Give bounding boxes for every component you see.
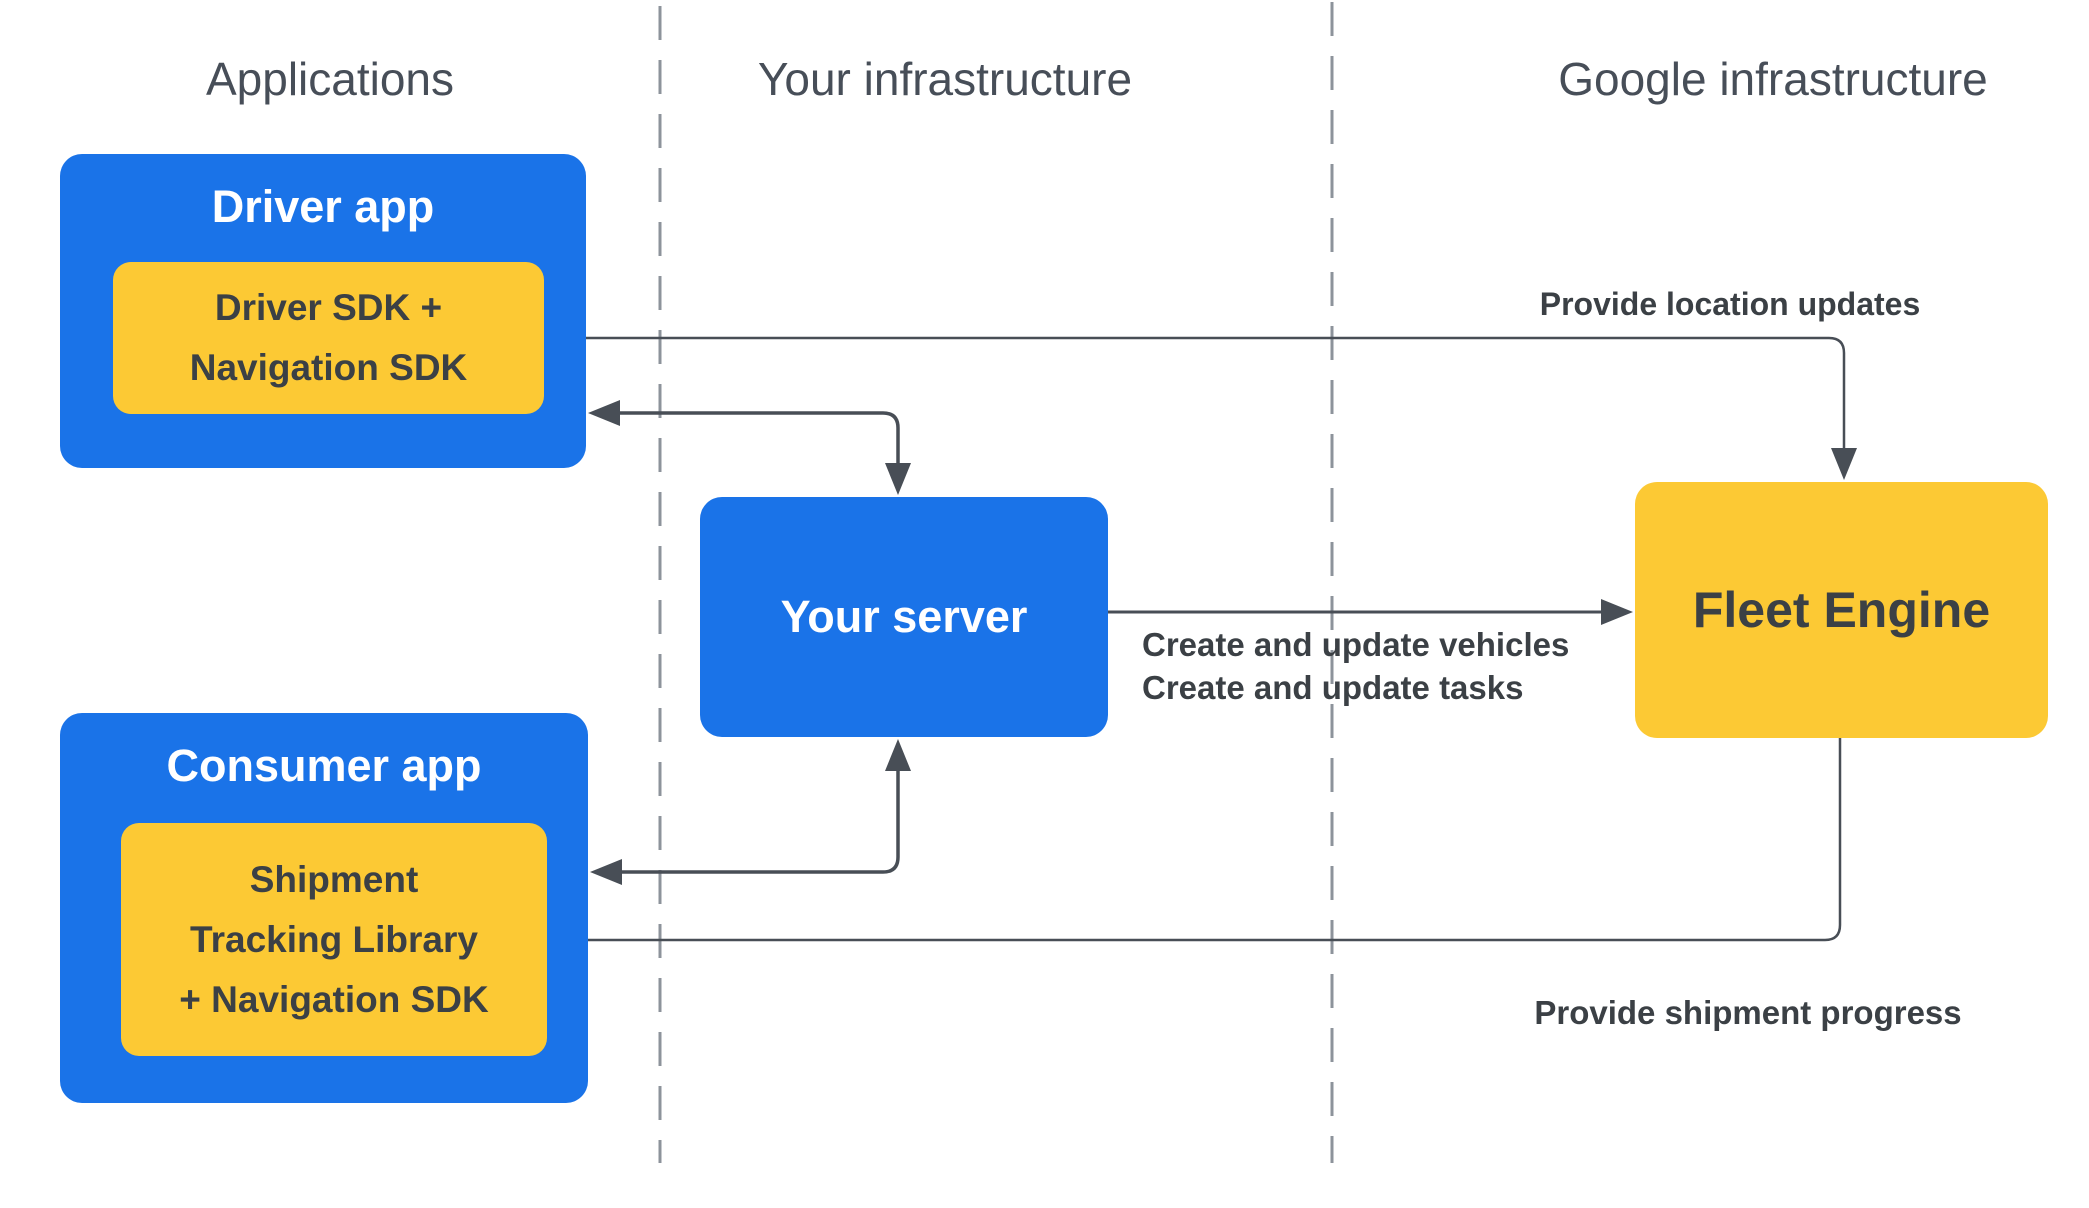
column-header-google-infrastructure: Google infrastructure bbox=[1558, 53, 1988, 105]
driver-app-title: Driver app bbox=[211, 181, 435, 232]
consumer-app-title: Consumer app bbox=[166, 740, 482, 791]
connector-driver-sdk-fleet-engine bbox=[546, 325, 1857, 480]
shipment-tracking-library-box: Shipment Tracking Library + Navigation S… bbox=[121, 823, 547, 1056]
your-server-title: Your server bbox=[780, 591, 1028, 642]
fleet-engine-title: Fleet Engine bbox=[1692, 582, 1991, 638]
column-header-applications: Applications bbox=[205, 53, 455, 105]
driver-sdk-box: Driver SDK + Navigation SDK bbox=[113, 262, 544, 414]
connector-fleet-engine-shipment-tracking bbox=[549, 738, 1842, 953]
edge-label-provide-shipment-progress: Provide shipment progress bbox=[1534, 994, 1962, 1031]
arrowhead-into-consumer-app bbox=[590, 859, 622, 885]
shipment-tracking-library-label: Shipment Tracking Library + Navigation S… bbox=[179, 858, 489, 1020]
consumer-app-box: Consumer app Shipment Tracking Library +… bbox=[60, 713, 588, 1103]
connector-consumer-app-your-server bbox=[590, 739, 911, 885]
edge-label-create-and-update: Create and update vehicles Create and up… bbox=[1142, 626, 1570, 706]
edge-label-provide-location-updates: Provide location updates bbox=[1539, 286, 1921, 322]
column-header-your-infrastructure: Your infrastructure bbox=[757, 53, 1133, 105]
connector-driver-app-your-server bbox=[588, 400, 911, 495]
connector-your-server-fleet-engine bbox=[1108, 599, 1633, 625]
arrowhead-into-fleet-engine-left bbox=[1601, 599, 1633, 625]
driver-app-box: Driver app Driver SDK + Navigation SDK bbox=[60, 154, 586, 468]
arrowhead-into-your-server-top bbox=[885, 463, 911, 495]
driver-sdk-label: Driver SDK + Navigation SDK bbox=[189, 287, 468, 388]
arrowhead-into-driver-app bbox=[588, 400, 620, 426]
arrowhead-into-your-server-bottom bbox=[885, 739, 911, 771]
fleet-engine-box: Fleet Engine bbox=[1635, 482, 2048, 738]
your-server-box: Your server bbox=[700, 497, 1108, 737]
arrowhead-into-fleet-engine-top bbox=[1831, 448, 1857, 480]
